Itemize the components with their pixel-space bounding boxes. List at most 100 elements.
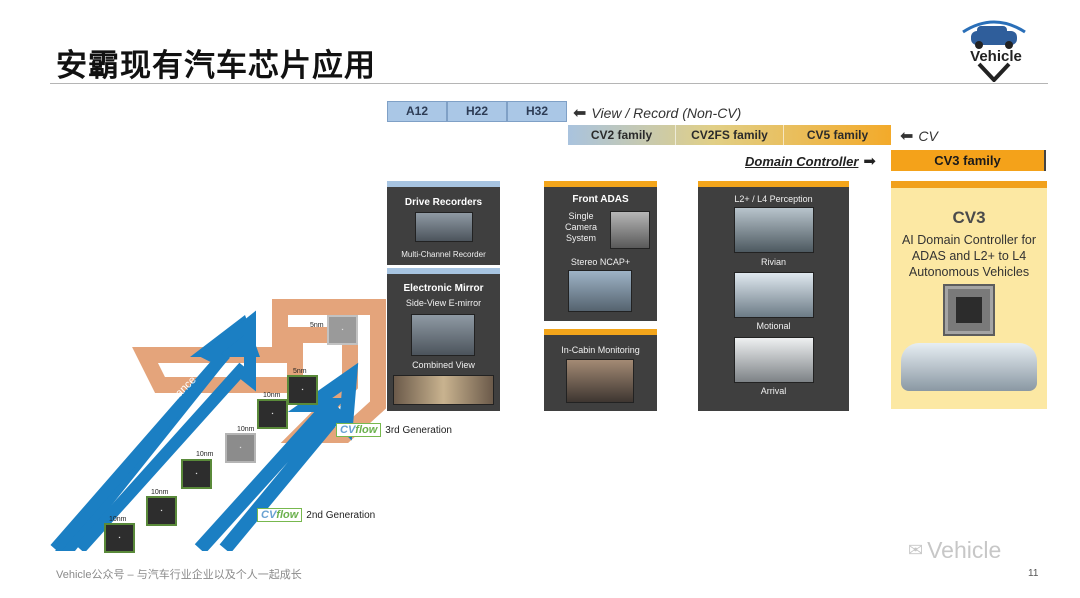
robotaxi-photo	[901, 343, 1037, 391]
chip-die: ▪	[195, 471, 198, 477]
page-title: 安霸现有汽车芯片应用	[56, 48, 376, 84]
chip-die: ▪	[301, 387, 304, 393]
in-cabin-panel: In-Cabin Monitoring	[544, 329, 657, 411]
non-cv-label-text: View / Record (Non-CV)	[591, 105, 742, 121]
chip-cv3: ▪	[327, 315, 358, 345]
driver-monitoring-photo	[566, 359, 634, 403]
cv5-family: CV5 family	[806, 128, 869, 142]
right-arrow-icon: ➡	[863, 153, 876, 170]
node-label: 10nm	[109, 516, 127, 523]
chip-die: ▪	[160, 508, 163, 514]
chip-die: ▪	[341, 327, 344, 333]
chip-h32: H32	[507, 101, 567, 122]
chip-cv25: ▪	[146, 496, 177, 526]
panel-topbar	[387, 268, 500, 274]
arrival-label: Arrival	[760, 386, 787, 396]
cv2-family: CV2 family	[568, 125, 676, 145]
camera-module-photo	[610, 211, 650, 249]
cv3-panel: CV3 AI Domain Controller for ADAS and L2…	[891, 181, 1047, 409]
chip-a12: A12	[387, 101, 447, 122]
blue-arrow-lower	[194, 362, 359, 551]
panel-title: L2+ / L4 Perception	[734, 194, 813, 204]
stereo-car-photo	[568, 270, 632, 312]
cv3-title: CV3	[952, 208, 986, 227]
panel-topbar	[387, 181, 500, 187]
non-cv-chip-row: A12 H22 H32	[387, 101, 567, 122]
vehicle-logo: Vehicle	[957, 14, 1032, 83]
cv2fs-family: CV2FS family	[676, 125, 784, 145]
cvflow-flow: flow	[276, 509, 299, 521]
node-label: 5nm	[293, 368, 307, 375]
chip-die: ▪	[239, 445, 242, 451]
rivian-label: Rivian	[760, 257, 786, 267]
logo-text-content: Vehicle	[970, 48, 1022, 65]
second-generation-text: 2nd Generation	[306, 509, 376, 521]
motional-photo	[734, 272, 814, 318]
cvflow-logo: CVflow	[336, 423, 382, 437]
cvflow-cv: CV	[261, 509, 277, 521]
perception-panel: L2+ / L4 Perception Rivian Motional Arri…	[698, 181, 849, 411]
arrival-photo	[734, 337, 814, 383]
stereo-label: Stereo NCAP+	[570, 257, 631, 267]
chip-cv2: ▪	[225, 433, 256, 463]
node-label: 10nm	[263, 392, 281, 399]
panel-topbar	[698, 181, 849, 187]
cv3-description: AI Domain Controller for ADAS and L2+ to…	[901, 233, 1037, 279]
logo-text: Vehicle	[960, 48, 1032, 65]
left-arrow-icon: ⬅	[573, 105, 587, 122]
watermark: ✉ Vehicle	[908, 537, 1001, 564]
node-label: 5nm	[310, 322, 324, 329]
chip-die: ▪	[271, 411, 274, 417]
footer-text: Vehicle公众号 – 与汽车行业企业以及个人一起成长	[56, 569, 302, 581]
combined-view-photo	[393, 375, 494, 405]
generation-arrows: Performance	[50, 299, 386, 551]
front-adas-panel: Front ADAS Single Camera System Stereo N…	[544, 181, 657, 321]
cv-label: ⬅ CV	[900, 126, 938, 146]
panel-caption: Combined View	[412, 360, 475, 370]
cv3-die	[956, 297, 982, 323]
side-mirror-photo	[411, 314, 475, 356]
cvflow-flow: flow	[355, 424, 378, 436]
panel-topbar	[544, 329, 657, 335]
third-generation-label: CVflow 3rd Generation	[336, 423, 452, 437]
left-arrow-icon: ⬅	[900, 128, 914, 145]
panel-title: In-Cabin Monitoring	[561, 345, 640, 355]
panel-title: Drive Recorders	[404, 197, 483, 208]
third-generation-text: 3rd Generation	[385, 424, 452, 436]
non-cv-label: ⬅ View / Record (Non-CV)	[573, 103, 741, 123]
chip-cv28m: ▪	[104, 523, 135, 553]
chip-cv5: ▪	[287, 375, 318, 405]
panel-title: Electronic Mirror	[403, 283, 484, 294]
domain-controller-text: Domain Controller	[745, 153, 859, 169]
node-label: 10nm	[151, 489, 169, 496]
blue-arrow-upper	[50, 310, 256, 551]
node-label: 10nm	[196, 451, 214, 458]
chip-die: ▪	[118, 535, 121, 541]
panel-title: Front ADAS	[572, 194, 629, 205]
second-generation-label: CVflow 2nd Generation	[257, 508, 375, 522]
chip-cv2fs: ▪	[257, 399, 288, 429]
wechat-icon: ✉	[908, 540, 924, 560]
cvflow-cv: CV	[340, 424, 356, 436]
node-label: 10nm	[237, 426, 255, 433]
cv-family-row: CV2 family CV2FS family CV5 family	[568, 125, 891, 145]
cvflow-logo: CVflow	[257, 508, 303, 522]
domain-controller-label: Domain Controller ➡	[745, 152, 876, 170]
watermark-text: Vehicle	[927, 537, 1002, 563]
dashcam-photo	[415, 212, 473, 242]
cv-label-text: CV	[918, 128, 938, 144]
cv3-chip-image	[945, 286, 993, 334]
motional-label: Motional	[756, 321, 791, 331]
rivian-photo	[734, 207, 814, 253]
drive-recorders-panel: Drive Recorders Multi-Channel Recorder	[387, 181, 500, 265]
single-camera-label: Single Camera System	[564, 211, 597, 243]
electronic-mirror-panel: Electronic Mirror Side-View E-mirror Com…	[387, 268, 500, 411]
panel-topbar	[544, 181, 657, 187]
chip-cv22: ▪	[181, 459, 212, 489]
panel-topbar	[891, 181, 1047, 188]
page-number: 11	[1028, 568, 1039, 579]
cv3-family-chip: CV3 family	[891, 150, 1046, 171]
panel-caption: Multi-Channel Recorder	[401, 250, 486, 259]
panel-subtitle: Side-View E-mirror	[405, 298, 482, 308]
title-divider	[50, 83, 1048, 84]
